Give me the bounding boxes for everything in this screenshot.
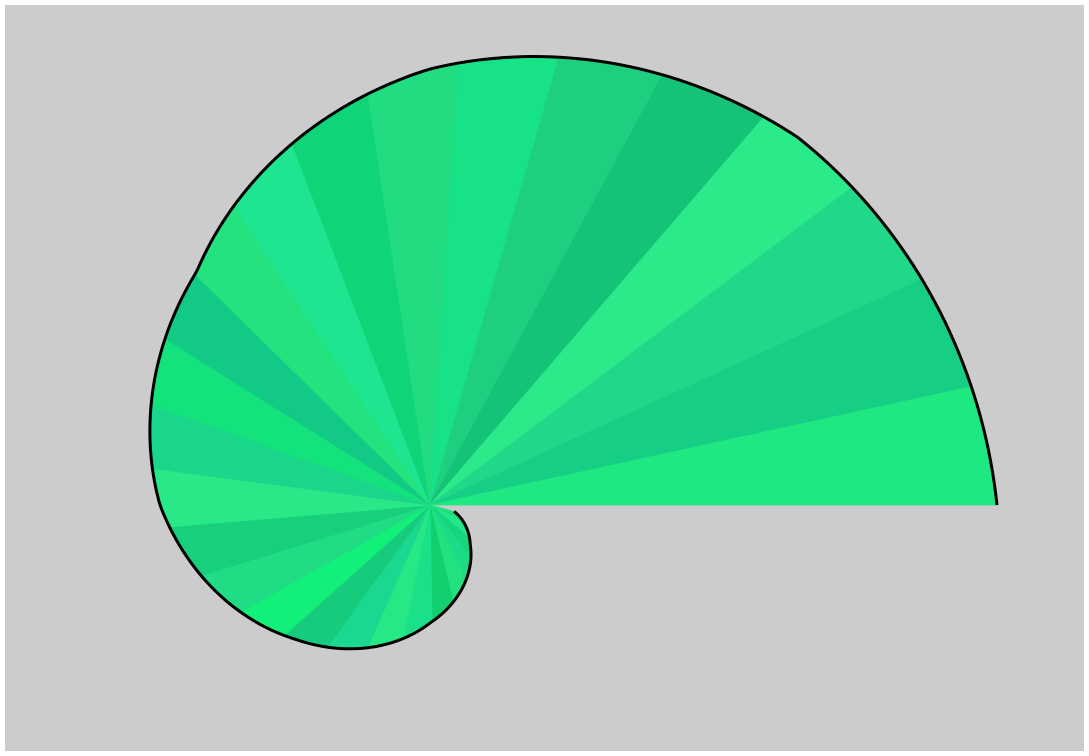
- spiral-diagram: [0, 0, 1089, 756]
- canvas-area: [0, 0, 1089, 756]
